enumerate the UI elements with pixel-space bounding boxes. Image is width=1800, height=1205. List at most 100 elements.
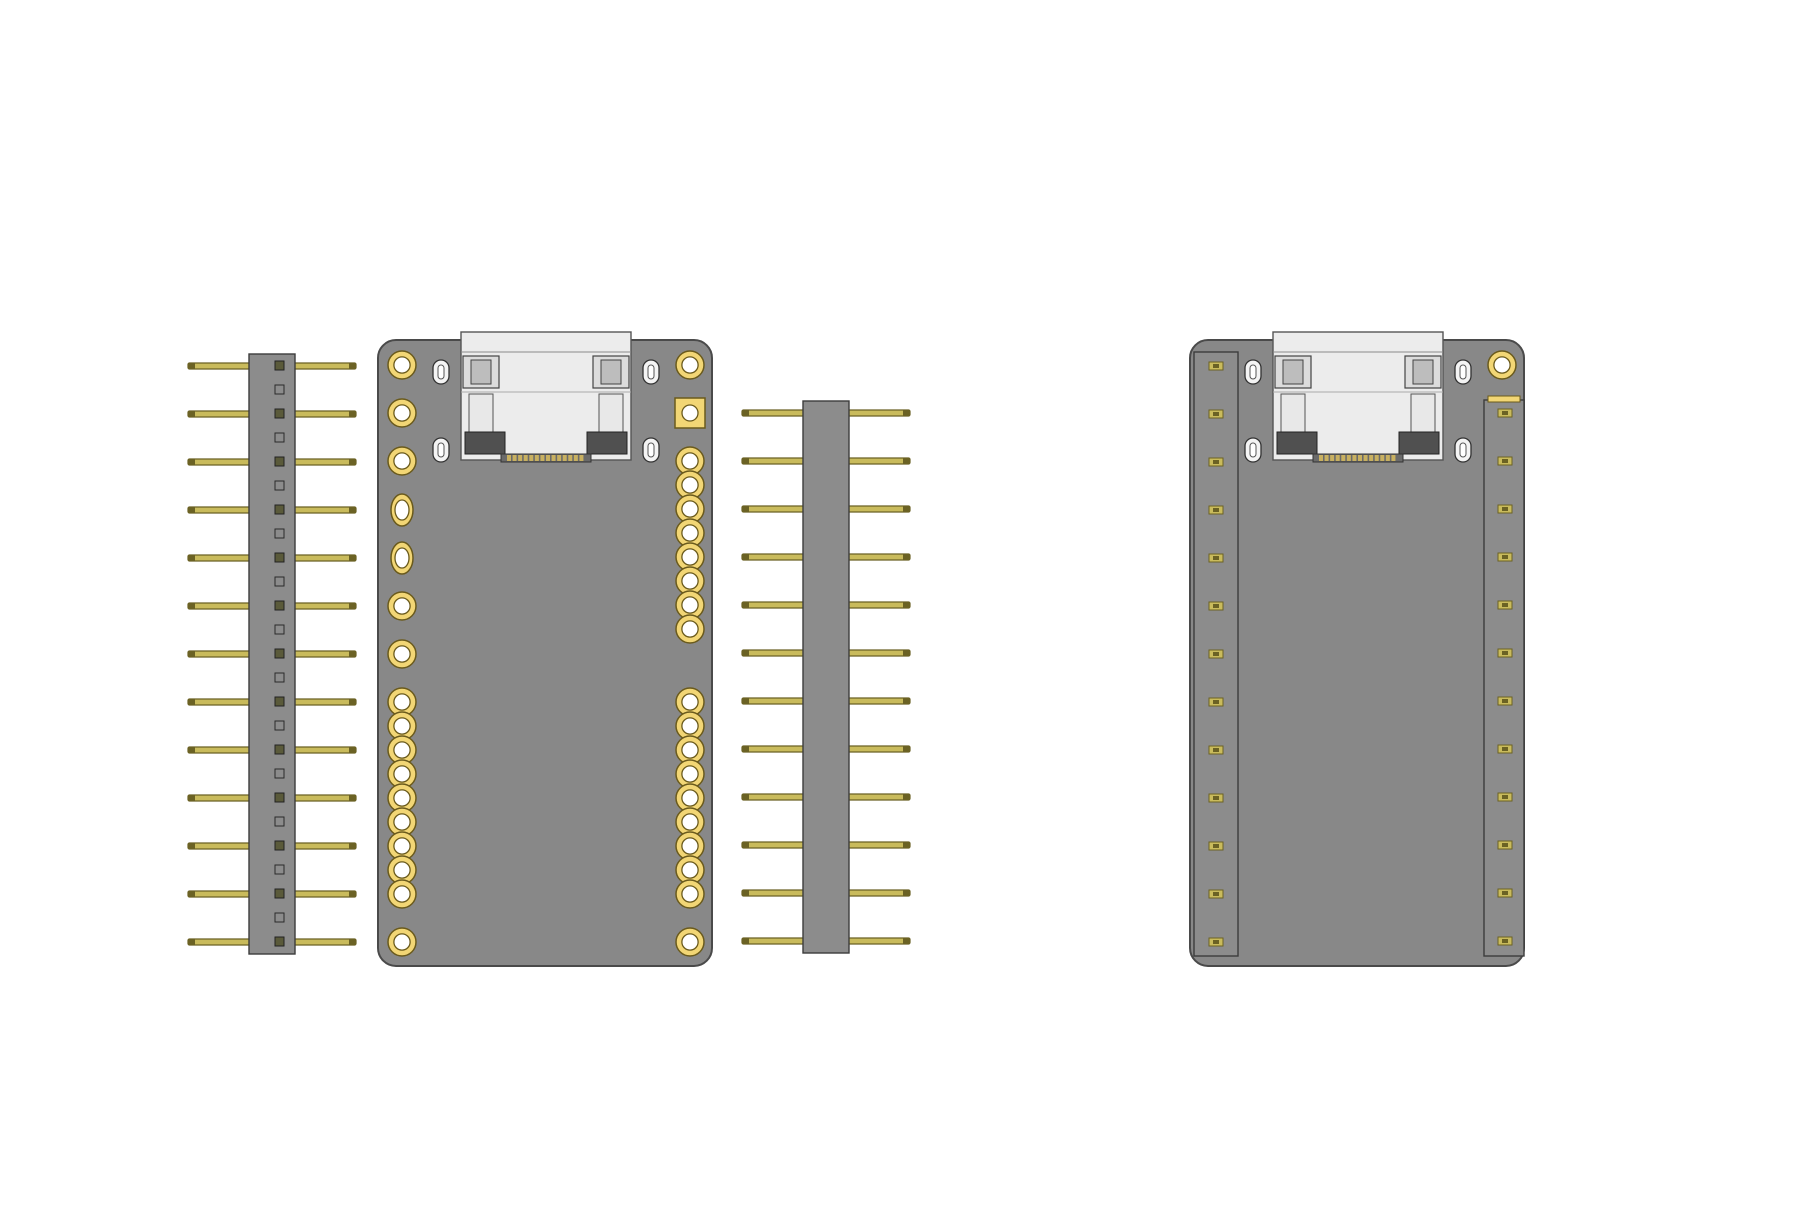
pin-end-dark (1213, 892, 1219, 896)
pin-end-dark (1502, 747, 1508, 751)
pad-left (387, 591, 417, 621)
pad-hole (681, 813, 699, 831)
pin-end-dark (1213, 364, 1219, 368)
pin-end-dark (1502, 795, 1508, 799)
pin-end-dark (1502, 939, 1508, 943)
pad-hole (681, 356, 699, 374)
pad-hole (393, 404, 411, 422)
pin-tip-left (188, 411, 195, 417)
connector-contact (1385, 455, 1390, 461)
pin-end-dark (1213, 556, 1219, 560)
pad-hole (681, 620, 699, 638)
pin-tip-left (742, 842, 749, 848)
pad-hole (393, 765, 411, 783)
usb-c-connector (460, 331, 632, 463)
pad-left-castellated (387, 855, 417, 885)
pad-right-castellated (675, 783, 705, 813)
pad-hole (393, 717, 411, 735)
connector-contact (1346, 455, 1351, 461)
pin-square-empty (274, 528, 285, 539)
pin-square-filled (274, 360, 285, 371)
connector-contact (529, 455, 534, 461)
connector-contact (1391, 455, 1396, 461)
pad-right-castellated (675, 614, 705, 644)
connector-contact (1324, 455, 1329, 461)
connector-contact (562, 455, 567, 461)
connector-clip-inner (1412, 359, 1434, 385)
pad-hole (681, 885, 699, 903)
connector-clip-inner (600, 359, 622, 385)
pad-hole (394, 499, 410, 521)
pin-end-dark (1213, 940, 1219, 944)
pin-end-dark (1502, 699, 1508, 703)
connector-leg (598, 393, 624, 435)
pin-end-dark (1502, 555, 1508, 559)
pad-hole (681, 717, 699, 735)
pin-square-filled (274, 744, 285, 755)
connector-contact (512, 455, 517, 461)
pad-left (387, 350, 417, 380)
pad-hole (681, 404, 699, 422)
pad-hole (681, 548, 699, 566)
pad-right-castellated (675, 518, 705, 548)
pin-end-dark (1213, 508, 1219, 512)
pin-tip-right (349, 747, 356, 753)
pin-tip-right (349, 795, 356, 801)
pin-tip-right (349, 603, 356, 609)
pin-tip-left (188, 891, 195, 897)
connector-contact (1352, 455, 1357, 461)
pin-square-filled (274, 936, 285, 947)
pin-tip-left (188, 459, 195, 465)
pad-right (675, 350, 705, 380)
pin-tip-right (903, 410, 910, 416)
connector-contact (1374, 455, 1379, 461)
pad-hole (393, 789, 411, 807)
connector-contact (546, 455, 550, 461)
pin-tip-left (742, 458, 749, 464)
pin-tip-right (903, 458, 910, 464)
connector-contact (557, 455, 562, 461)
slot-inner (647, 442, 655, 458)
pin-end-dark (1502, 843, 1508, 847)
pad-left-oval (390, 541, 414, 575)
pin-square-filled (274, 504, 285, 515)
pin-square-filled (274, 888, 285, 899)
pin-tip-right (349, 699, 356, 705)
connector-contact (518, 455, 523, 461)
slot-inner (1459, 442, 1467, 458)
pin-tip-left (742, 410, 749, 416)
pin-tip-right (903, 698, 910, 704)
pad-hole (393, 741, 411, 759)
pin-tip-left (742, 602, 749, 608)
pad-hole (681, 476, 699, 494)
pin-tip-left (188, 843, 195, 849)
pin-tip-right (903, 938, 910, 944)
pin-tip-right (349, 939, 356, 945)
pin-tip-right (349, 411, 356, 417)
pad-left (387, 398, 417, 428)
pin-square-filled (274, 696, 285, 707)
pin-square-empty (274, 432, 285, 443)
pin-square-empty (274, 672, 285, 683)
pad-hole (681, 861, 699, 879)
connector-contact (568, 455, 573, 461)
pad-hole (681, 596, 699, 614)
left-pin-header (187, 353, 357, 955)
pin-end-dark (1213, 412, 1219, 416)
pad-hole (681, 933, 699, 951)
pin-tip-right (349, 363, 356, 369)
pin-tip-left (742, 794, 749, 800)
pin-end-dark (1213, 796, 1219, 800)
right-header-assembled (1483, 395, 1525, 957)
header-body (802, 400, 850, 954)
header-body (248, 353, 296, 955)
pin-end-dark (1502, 651, 1508, 655)
pad-hole (681, 452, 699, 470)
pin-tip-left (188, 795, 195, 801)
pin-square-empty (274, 576, 285, 587)
board-top (377, 331, 713, 967)
pad-left-castellated (387, 879, 417, 909)
pad-right-castellated (675, 446, 705, 476)
